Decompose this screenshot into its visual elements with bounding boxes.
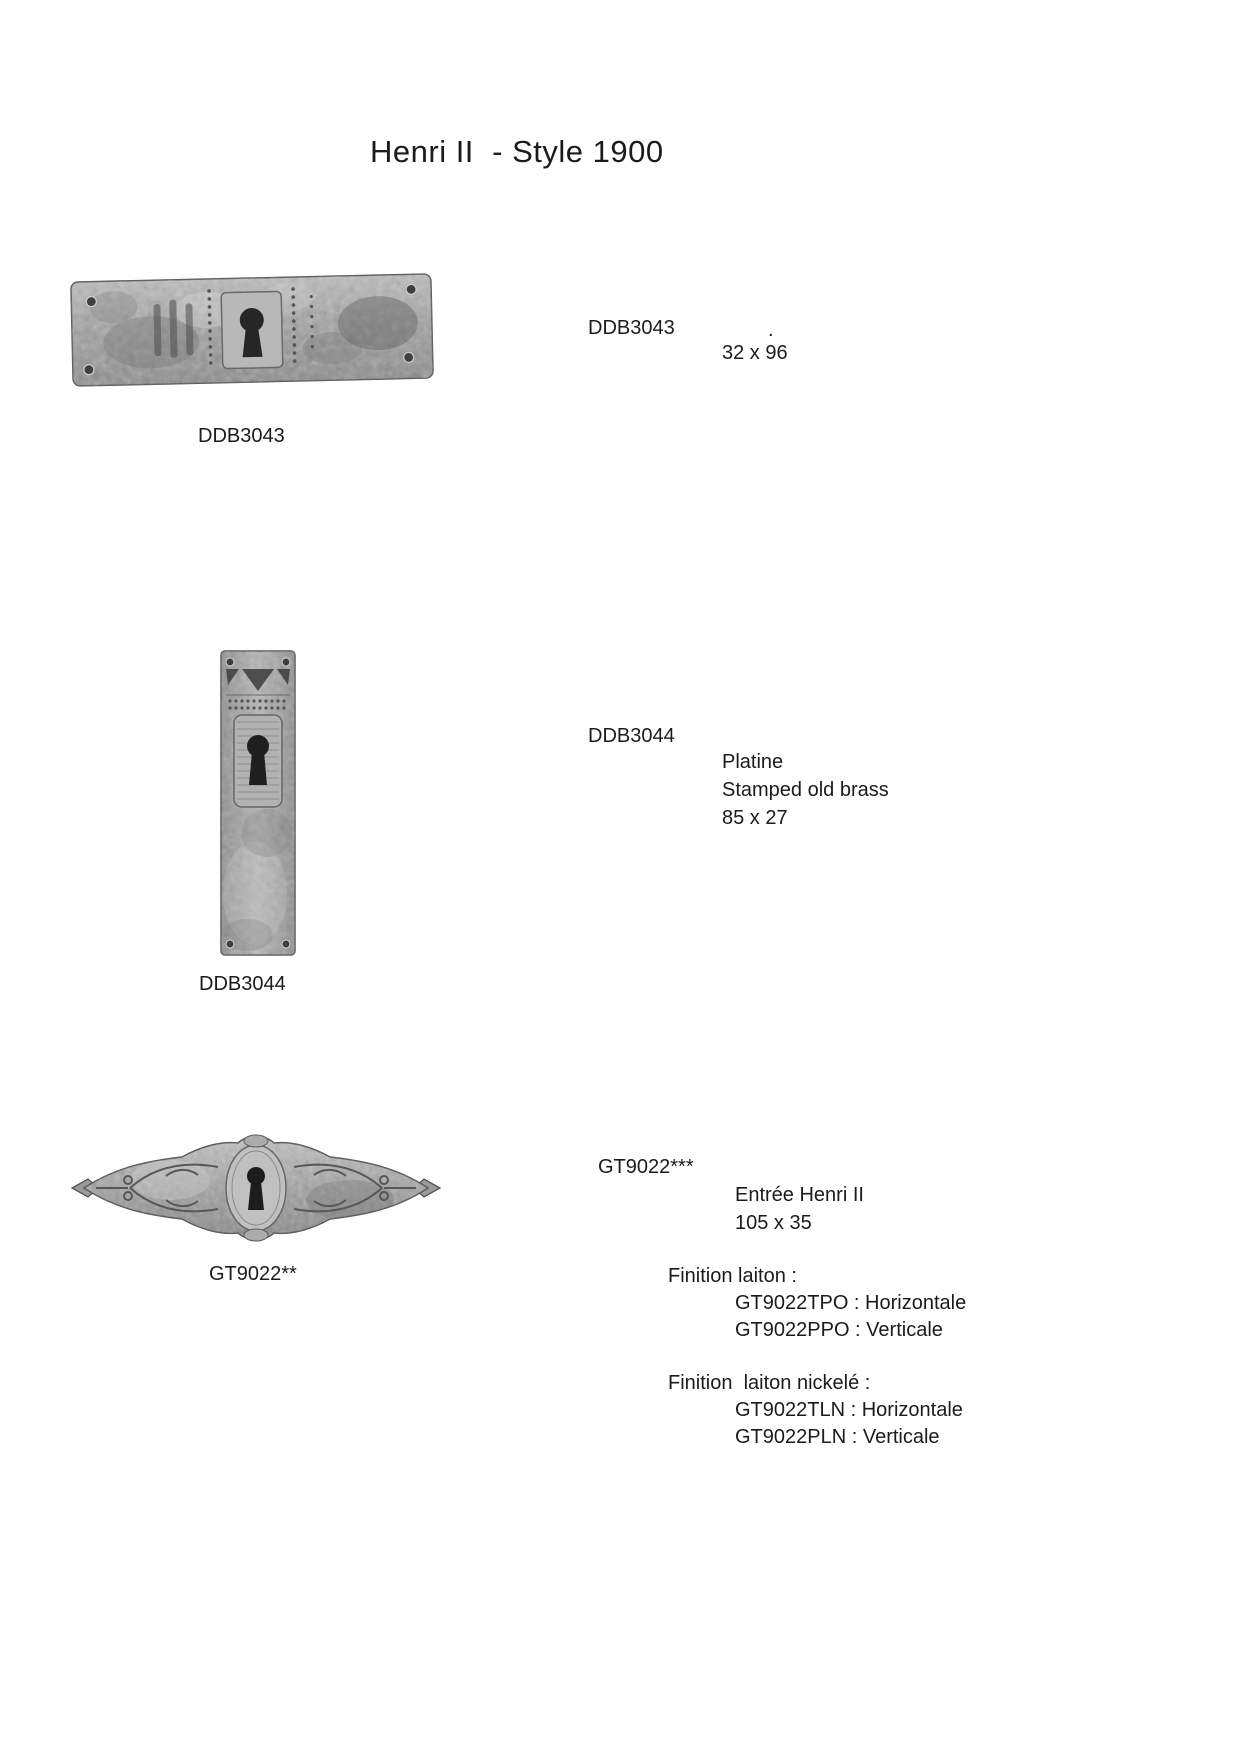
finish-nickel-label: Finition laiton nickelé :: [668, 1372, 871, 1394]
ddb3044-size: 85 x 27: [722, 807, 788, 829]
finish-brass-label: Finition laiton :: [668, 1265, 797, 1287]
ddb3043-dot: .: [768, 319, 774, 341]
ddb3043-caption: DDB3043: [198, 425, 285, 447]
ddb3044-desc-material: Stamped old brass: [722, 779, 889, 801]
finish-brass-option-vertical: GT9022PPO : Verticale: [735, 1319, 943, 1341]
screw-hole: [83, 283, 417, 376]
keyhole-icon: [247, 1167, 265, 1210]
crest-top: [243, 1134, 269, 1148]
ddb3043-ref: DDB3043: [588, 317, 675, 339]
gt9022-escutcheon-image: [70, 1134, 442, 1242]
ddb3043-size: 32 x 96: [722, 342, 788, 364]
ddb3044-desc-platine: Platine: [722, 751, 784, 773]
ddb3044-caption: DDB3044: [199, 973, 286, 995]
gt9022-caption: GT9022**: [209, 1263, 297, 1285]
finish-nickel-option-horizontal: GT9022TLN : Horizontale: [735, 1399, 963, 1421]
beaded-rows: [228, 699, 286, 710]
scrollwork-right: [293, 1163, 416, 1213]
gt9022-size: 105 x 35: [735, 1212, 812, 1234]
ddb3044-plate-image: [220, 650, 296, 956]
keyhole-icon: [239, 308, 264, 358]
finish-brass-option-horizontal: GT9022TPO : Horizontale: [735, 1292, 967, 1314]
beaded-border: [207, 287, 314, 365]
gt9022-name: Entrée Henri II: [735, 1184, 864, 1206]
scrollwork-left: [96, 1163, 219, 1213]
cartouche-inner-ring: [231, 1150, 281, 1226]
page-title: Henri II - Style 1900: [370, 134, 664, 169]
engraved-ornament-left: [153, 299, 194, 358]
ddb3043-plate-image: [70, 273, 434, 387]
screw-hole: [225, 657, 291, 949]
finish-nickel-option-vertical: GT9022PLN : Verticale: [735, 1426, 940, 1448]
ddb3044-ref: DDB3044: [588, 725, 675, 747]
crest-bottom: [243, 1228, 269, 1242]
gt9022-ref: GT9022***: [598, 1156, 694, 1178]
pierced-ornament-top: [226, 669, 290, 691]
keyhole-icon: [247, 735, 269, 785]
